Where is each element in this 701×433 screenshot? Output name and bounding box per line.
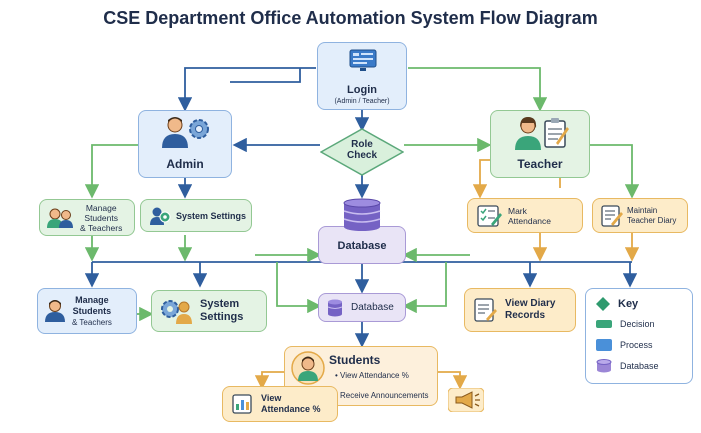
diary-line1: Maintain [627, 205, 658, 215]
students-node: Students • View Attendance % • Receive A… [284, 346, 438, 406]
user-gear-icon [150, 207, 171, 225]
system-settings-top-node: System Settings [140, 199, 252, 232]
database-swatch-icon [596, 359, 612, 373]
edge-admin-login [230, 68, 301, 83]
edge-teacher-diary [590, 144, 640, 199]
manage-bottom-line1: Manage [75, 294, 109, 305]
edge-right-db-small [402, 262, 447, 314]
mark-attendance-node: Mark Attendance [467, 198, 583, 233]
edge-left-db-small [276, 262, 322, 314]
group-users-icon [47, 208, 73, 228]
student-avatar-icon [291, 351, 325, 385]
admin-node: Admin [138, 110, 232, 178]
maintain-diary-node: Maintain Teacher Diary [592, 198, 688, 233]
computer-screen-icon [349, 49, 377, 71]
view-attendance-line2: Attendance % [261, 404, 321, 414]
checklist-icon [477, 204, 502, 227]
role-check-line2: Check [346, 150, 377, 161]
admin-user-gear-icon [162, 117, 209, 148]
attendance-report-icon [232, 394, 252, 414]
maintain-diary-text: Maintain Teacher Diary [627, 206, 676, 226]
settings-bottom-line1: System [200, 298, 240, 310]
manage-students-bottom-node: Manage Students & Teachers [37, 288, 137, 334]
key-process-label: Process [620, 340, 653, 350]
megaphone-icon [448, 388, 484, 412]
key-title: Key [618, 298, 639, 310]
key-row-decision: Decision [596, 319, 655, 329]
manage-top-line1: Manage [85, 202, 117, 213]
gears-users-icon [161, 300, 192, 324]
manage-bottom-line2: Students [72, 305, 112, 316]
view-diary-node: View Diary Records [464, 288, 576, 332]
view-diary-line1: View Diary [505, 298, 556, 309]
key-diamond-icon [596, 297, 610, 311]
manage-students-top-node: Manage Students & Teachers [39, 199, 135, 236]
manage-bottom-line3: & Teachers [72, 317, 112, 327]
mark-line2: Attendance [508, 215, 552, 226]
edge-students-view [254, 371, 284, 390]
database-main-node: Database [318, 226, 406, 264]
diary-line2: Teacher Diary [627, 215, 677, 225]
key-database-label: Database [620, 361, 659, 371]
students-label: Students [329, 353, 381, 367]
database-cylinder-icon [343, 198, 381, 231]
admin-label: Admin [166, 157, 204, 171]
students-item-attendance: • View Attendance % [335, 371, 409, 380]
key-title-row: Key [596, 297, 638, 311]
edge-students-announce [438, 371, 468, 390]
decision-swatch-icon [596, 320, 612, 328]
manage-top-line3: & Teachers [80, 222, 123, 233]
database-small-icon [327, 299, 343, 316]
system-settings-bottom-node: System Settings [151, 290, 267, 332]
login-label: Login [347, 84, 377, 96]
manage-students-top-text: Manage Students & Teachers [80, 203, 122, 233]
view-attendance-line1: View [261, 393, 282, 403]
login-node: Login (Admin / Teacher) [317, 42, 407, 110]
role-check-label: Role Check [320, 139, 404, 161]
diary-notebook-icon [601, 204, 623, 227]
students-item-attendance-text: View Attendance % [340, 371, 409, 380]
manage-students-bottom-text: Manage Students & Teachers [72, 295, 112, 328]
records-document-icon [474, 298, 497, 322]
key-row-database: Database [596, 359, 659, 373]
role-check-line1: Role [351, 139, 373, 150]
teacher-label: Teacher [517, 157, 563, 171]
diagram-title: CSE Department Office Automation System … [103, 8, 598, 28]
role-check-decision [320, 128, 404, 176]
teacher-user-icon [45, 300, 65, 322]
students-item-announcements: • Receive Announcements [335, 391, 429, 400]
key-decision-label: Decision [620, 319, 655, 329]
database-small-node: Database [318, 293, 406, 322]
key-legend: Key Decision Process Database [585, 288, 693, 384]
view-diary-text: View Diary Records [505, 298, 555, 322]
view-attendance-text: View Attendance % [261, 393, 321, 415]
process-swatch-icon [596, 339, 612, 351]
login-sublabel: (Admin / Teacher) [334, 98, 390, 105]
view-attendance-node: View Attendance % [222, 386, 338, 422]
settings-bottom-line2: Settings [200, 311, 244, 323]
database-main-label: Database [337, 240, 387, 252]
edge-admin-manage [84, 144, 138, 199]
mark-attendance-text: Mark Attendance [508, 206, 551, 226]
teacher-node: Teacher [490, 110, 590, 178]
edge-login-admin [177, 67, 316, 112]
edge-login-teacher [408, 67, 548, 112]
system-settings-top-label: System Settings [176, 210, 247, 221]
mark-line1: Mark [508, 205, 527, 216]
teacher-clipboard-icon [515, 117, 569, 150]
database-small-label: Database [351, 302, 394, 313]
system-settings-bottom-text: System Settings [200, 298, 243, 324]
students-item-announcements-text: Receive Announcements [340, 391, 429, 400]
view-diary-line2: Records [505, 310, 546, 321]
manage-top-line2: Students [84, 212, 118, 223]
key-row-process: Process [596, 339, 653, 351]
